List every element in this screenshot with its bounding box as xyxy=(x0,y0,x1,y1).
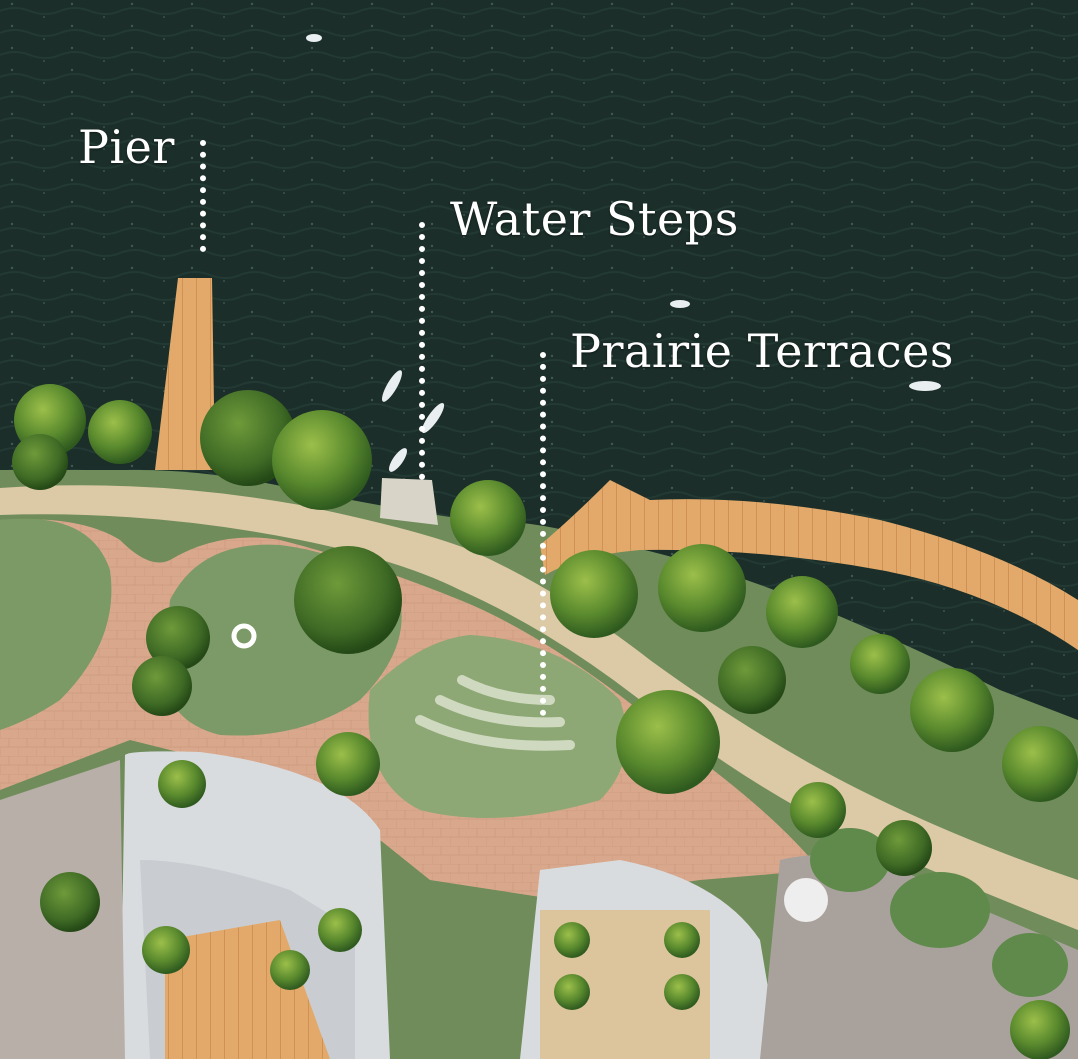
rain-gardens xyxy=(810,828,1068,997)
leader-prairie-terraces xyxy=(540,352,546,716)
water-steps-deck xyxy=(380,478,438,525)
sculpture xyxy=(231,623,257,649)
boardwalk-arc xyxy=(540,480,1078,650)
east-plaza xyxy=(760,855,1078,1059)
label-pier: Pier xyxy=(78,120,175,174)
kayak-group xyxy=(306,34,941,472)
lawn-west xyxy=(0,518,112,730)
tree-canopy xyxy=(12,384,1078,1059)
leader-water-steps xyxy=(419,222,425,480)
leader-pier xyxy=(200,140,206,252)
pier-deck xyxy=(155,278,215,470)
label-prairie-terraces: Prairie Terraces xyxy=(570,324,954,378)
label-water-steps: Water Steps xyxy=(450,192,739,246)
prairie-terrace-lawn xyxy=(368,635,627,818)
